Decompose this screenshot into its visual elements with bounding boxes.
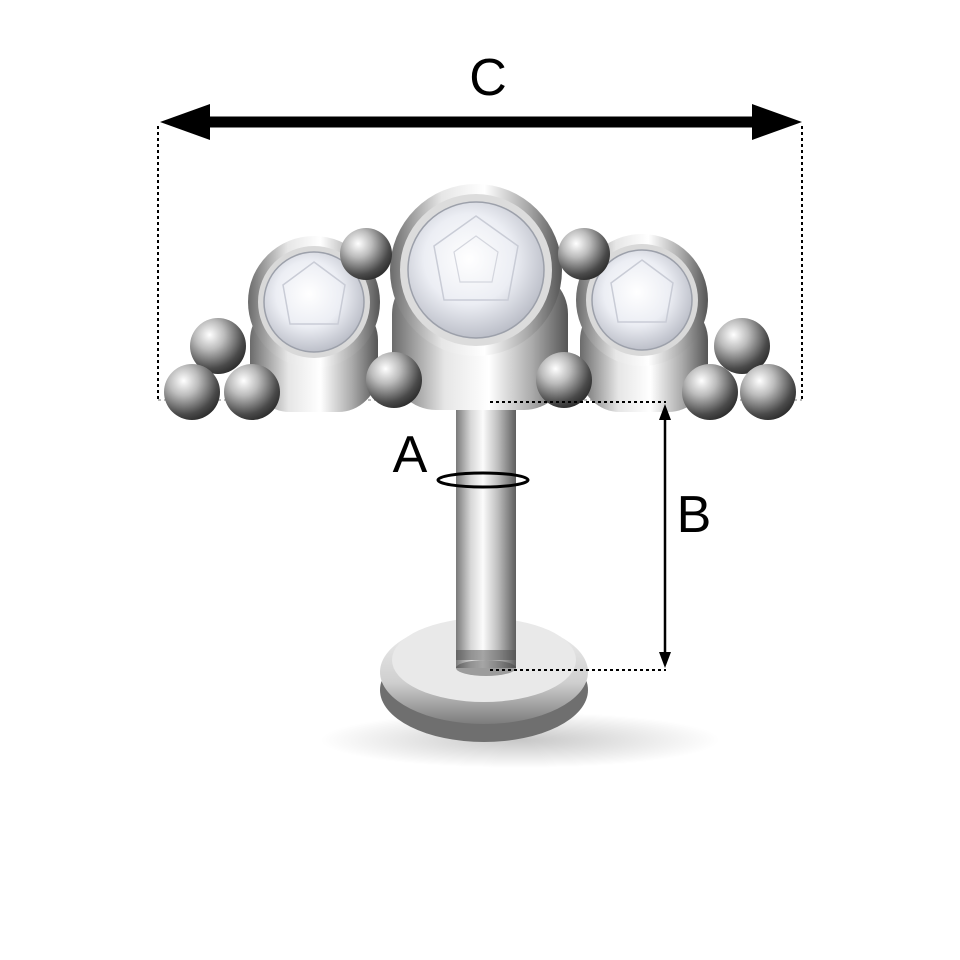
gem-center — [390, 184, 568, 410]
flat-back-disc — [380, 608, 588, 742]
arrow-right-icon — [752, 104, 802, 140]
label-b: B — [677, 486, 712, 544]
label-a: A — [393, 426, 428, 484]
arrow-left-icon — [160, 104, 210, 140]
top-ornament — [164, 184, 796, 420]
dimension-b: B — [490, 401, 712, 671]
dimension-a: A — [393, 426, 530, 489]
arrow-up-icon — [659, 404, 671, 420]
gem-left — [248, 236, 380, 412]
gem-right — [576, 234, 708, 412]
arrow-down-icon — [659, 652, 671, 668]
label-c: C — [469, 49, 507, 107]
decorative-balls — [164, 228, 796, 420]
